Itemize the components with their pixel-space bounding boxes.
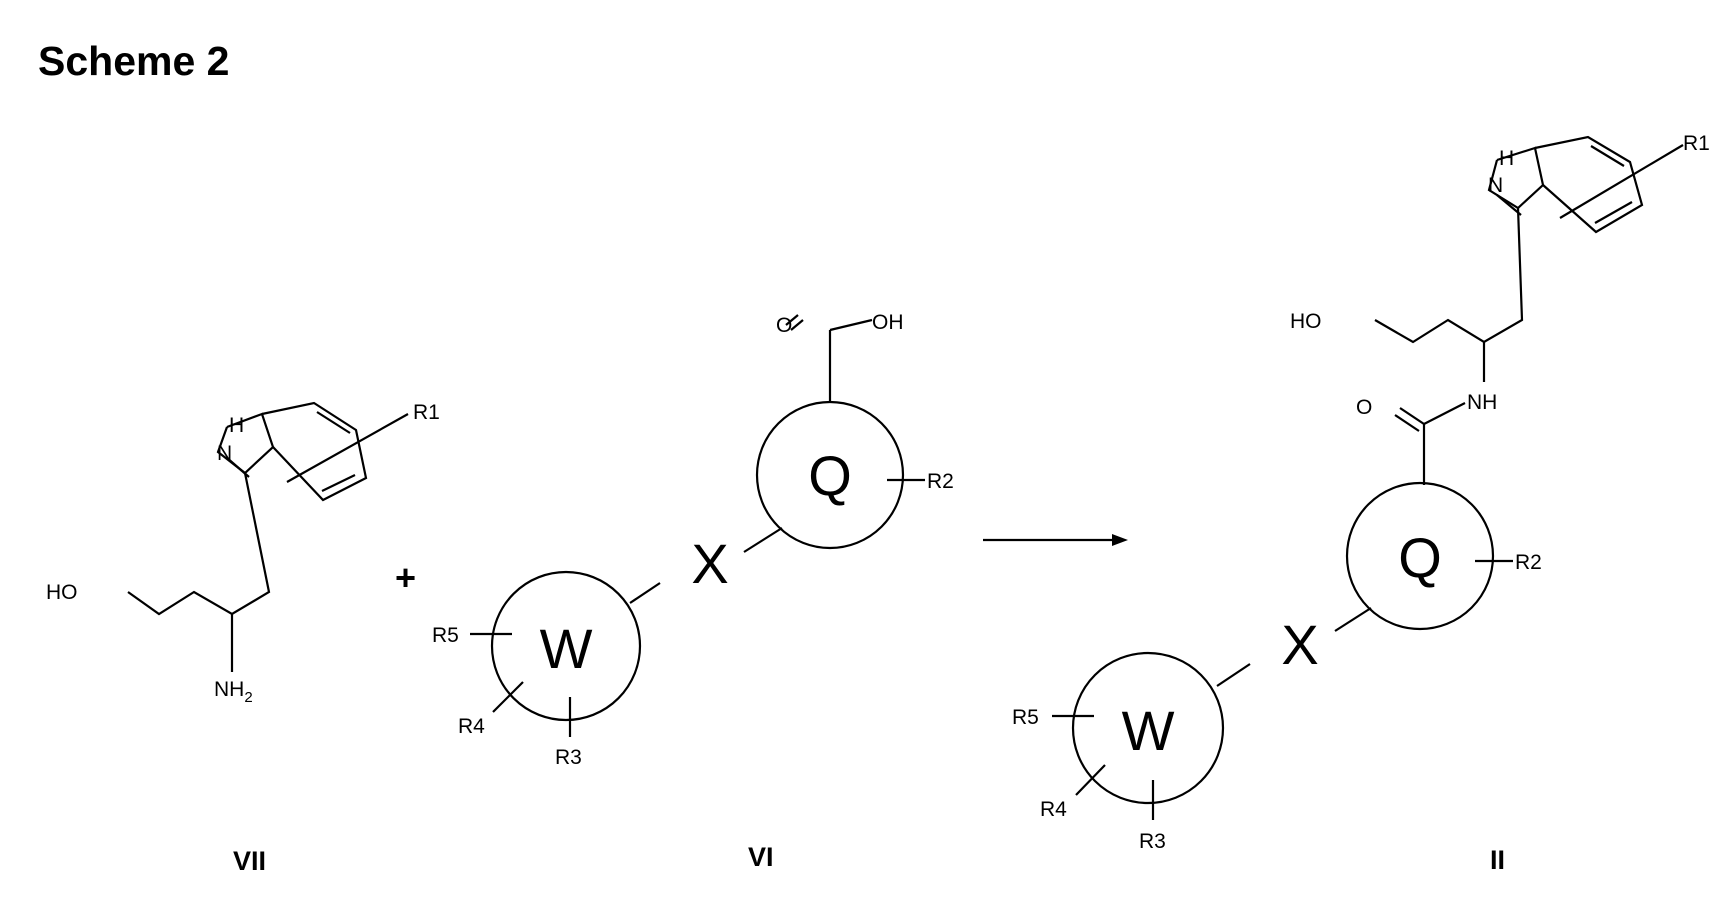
vi-r5-label: R5 bbox=[432, 624, 459, 647]
ii-nh-label: NH bbox=[1467, 391, 1497, 414]
plus-sign: + bbox=[395, 557, 416, 598]
vii-r1-label: R1 bbox=[413, 401, 440, 424]
vi-r4-label: R4 bbox=[458, 715, 485, 738]
ii-ho-label: HO bbox=[1290, 310, 1322, 333]
ii-w-label: W bbox=[1122, 699, 1175, 762]
ii-x-w-bond bbox=[1217, 664, 1250, 686]
vi-w-label: W bbox=[540, 617, 593, 680]
vi-o-label: O bbox=[776, 314, 792, 337]
vii-nh2-label: NH2 bbox=[214, 678, 253, 706]
vi-r4-bond bbox=[493, 682, 523, 712]
vii-benzene-double-2 bbox=[322, 475, 355, 491]
vii-compound-label: VII bbox=[233, 846, 266, 876]
ii-n-label: N bbox=[1488, 174, 1503, 197]
vii-n-label: N bbox=[217, 442, 232, 465]
compound-vii: H N R1 HO NH2 VII bbox=[46, 401, 440, 876]
ii-q-x-bond bbox=[1335, 608, 1371, 631]
ii-r2-label: R2 bbox=[1515, 551, 1542, 574]
ii-benzene-double-2 bbox=[1595, 202, 1632, 223]
ii-benzene-ring bbox=[1535, 137, 1642, 232]
ii-h-label: H bbox=[1499, 147, 1514, 170]
vi-compound-label: VI bbox=[748, 842, 774, 872]
vi-hydroxyl-bond bbox=[830, 320, 872, 330]
vi-x-label: X bbox=[691, 532, 728, 595]
ii-amide-bond bbox=[1424, 403, 1465, 424]
ii-r3-label: R3 bbox=[1139, 830, 1166, 853]
vi-q-x-bond bbox=[744, 528, 782, 552]
vii-ho-label: HO bbox=[46, 581, 78, 604]
ii-compound-label: II bbox=[1490, 845, 1505, 875]
vii-side-chain bbox=[128, 473, 269, 614]
vi-r2-label: R2 bbox=[927, 470, 954, 493]
reaction-arrow-head bbox=[1112, 534, 1128, 546]
vi-x-w-bond bbox=[630, 583, 660, 603]
vi-r3-label: R3 bbox=[555, 746, 582, 769]
ii-r4-bond bbox=[1076, 765, 1105, 795]
vi-oh-label: OH bbox=[872, 311, 904, 334]
ii-r1-label: R1 bbox=[1683, 132, 1710, 155]
vii-benzene-ring bbox=[262, 403, 366, 500]
ii-x-label: X bbox=[1281, 613, 1318, 676]
vi-carbonyl-bond-1 bbox=[791, 320, 803, 330]
ii-r5-label: R5 bbox=[1012, 706, 1039, 729]
ii-q-label: Q bbox=[1398, 526, 1442, 589]
ii-o-label: O bbox=[1356, 396, 1372, 419]
vii-h-label: H bbox=[229, 414, 244, 437]
ii-r4-label: R4 bbox=[1040, 798, 1067, 821]
compound-ii: H N R1 HO NH O Q R2 X W R5 R4 R3 II bbox=[1012, 132, 1710, 875]
ii-side-chain bbox=[1375, 208, 1522, 342]
compound-vi: O OH Q R2 X W R5 R4 R3 VI bbox=[432, 311, 954, 872]
vi-q-label: Q bbox=[808, 444, 852, 507]
reaction-arrow bbox=[983, 534, 1128, 546]
